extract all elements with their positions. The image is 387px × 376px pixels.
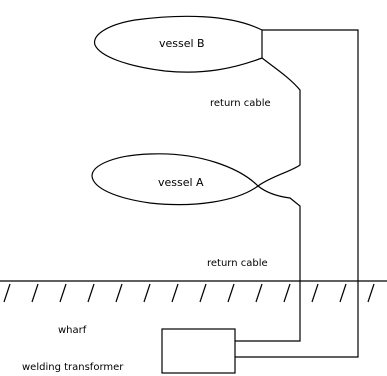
vessel-a-label: vessel A bbox=[158, 176, 204, 189]
hatch-mark bbox=[87, 283, 95, 303]
return-cable-lower-label: return cable bbox=[207, 258, 268, 269]
hatch-mark bbox=[283, 283, 291, 303]
hatch-mark bbox=[311, 283, 319, 303]
welding-transformer-box bbox=[161, 328, 236, 374]
vessel-b-hull bbox=[94, 15, 263, 73]
return-cable-vessel-a-to-transformer bbox=[235, 185, 301, 342]
hatch-mark bbox=[199, 283, 207, 303]
return-cable-upper-label: return cable bbox=[210, 98, 271, 109]
vessel-a-hull bbox=[91, 153, 259, 206]
hatch-mark bbox=[255, 283, 263, 303]
wharf-label: wharf bbox=[58, 325, 87, 336]
hatch-mark bbox=[171, 283, 179, 303]
hatch-mark bbox=[31, 283, 39, 303]
welding-transformer-label: welding transformer bbox=[22, 362, 124, 373]
cable-vessel-b-to-transformer bbox=[235, 29, 359, 358]
hatch-mark bbox=[115, 283, 123, 303]
wharf-hatching bbox=[3, 283, 375, 303]
return-cable-vessel-b-to-vessel-a bbox=[257, 57, 301, 187]
hatch-mark bbox=[339, 283, 347, 303]
hatch-mark bbox=[3, 283, 11, 303]
hatch-mark bbox=[59, 283, 67, 303]
hatch-mark bbox=[227, 283, 235, 303]
hatch-mark bbox=[367, 283, 375, 303]
hatch-mark bbox=[143, 283, 151, 303]
vessel-b-label: vessel B bbox=[159, 37, 205, 50]
